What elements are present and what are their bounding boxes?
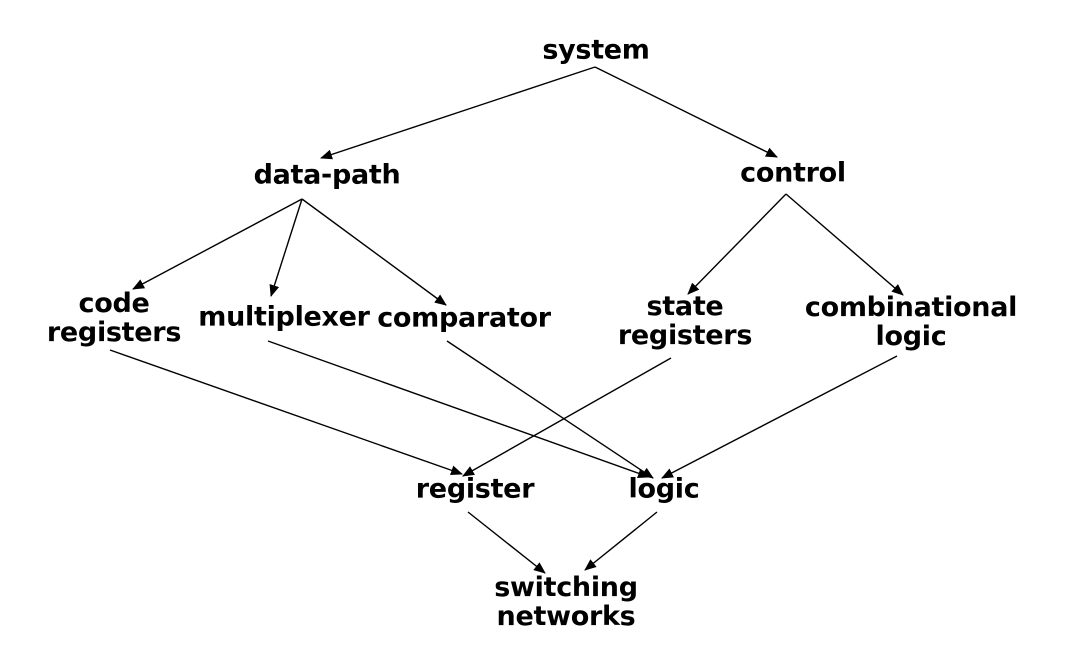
node-register-line-1: register: [415, 473, 535, 505]
node-register: register: [415, 473, 535, 505]
node-switching-networks: switching networks: [494, 573, 638, 631]
node-system: system: [542, 34, 650, 66]
edge-system-to-control: [594, 66, 778, 158]
edge-data-path-to-multiplexer: [269, 198, 303, 297]
edge-data-path-to-code-registers: [132, 198, 303, 290]
edge-control-to-combinational-logic: [785, 193, 904, 296]
node-combinational-logic-line-2: logic: [875, 321, 947, 352]
node-switching-networks-line-2: networks: [496, 601, 636, 632]
node-combinational-logic: combinational logic: [804, 292, 1018, 352]
node-code-registers-line-2: registers: [46, 317, 182, 348]
node-code-registers: code registers: [47, 289, 181, 347]
node-control-line-1: control: [740, 157, 846, 189]
node-state-registers-line-2: registers: [617, 320, 753, 351]
node-state-registers: state registers: [618, 292, 752, 350]
node-combinational-logic-line-1: combinational: [804, 292, 1018, 323]
edge-multiplexer-to-logic: [267, 340, 650, 479]
node-multiplexer-line-1: multiplexer: [198, 301, 370, 333]
edge-comparator-to-logic: [446, 340, 654, 479]
node-switching-networks-line-1: switching: [494, 572, 638, 603]
edge-combinational-logic-to-logic: [661, 355, 898, 479]
node-multiplexer: multiplexer: [198, 301, 370, 333]
node-data-path: data-path: [254, 161, 401, 190]
node-comparator: comparator: [377, 304, 551, 333]
node-code-registers-line-1: code: [78, 288, 150, 319]
node-state-registers-line-1: state: [646, 291, 724, 322]
node-comparator-line-1: comparator: [377, 302, 551, 334]
edge-code-registers-to-register: [109, 349, 463, 476]
edge-system-to-data-path: [320, 66, 596, 160]
edge-data-path-to-comparator: [301, 198, 447, 306]
node-data-path-line-1: data-path: [253, 159, 401, 191]
node-logic-line-1: logic: [628, 473, 700, 505]
edge-register-to-switching-networks: [467, 511, 546, 574]
edge-control-to-state-registers: [687, 193, 787, 295]
node-logic: logic: [629, 475, 700, 504]
edge-state-registers-to-register: [462, 357, 672, 477]
edge-logic-to-switching-networks: [584, 511, 658, 571]
node-control: control: [740, 159, 846, 188]
node-system-line-1: system: [542, 34, 650, 66]
